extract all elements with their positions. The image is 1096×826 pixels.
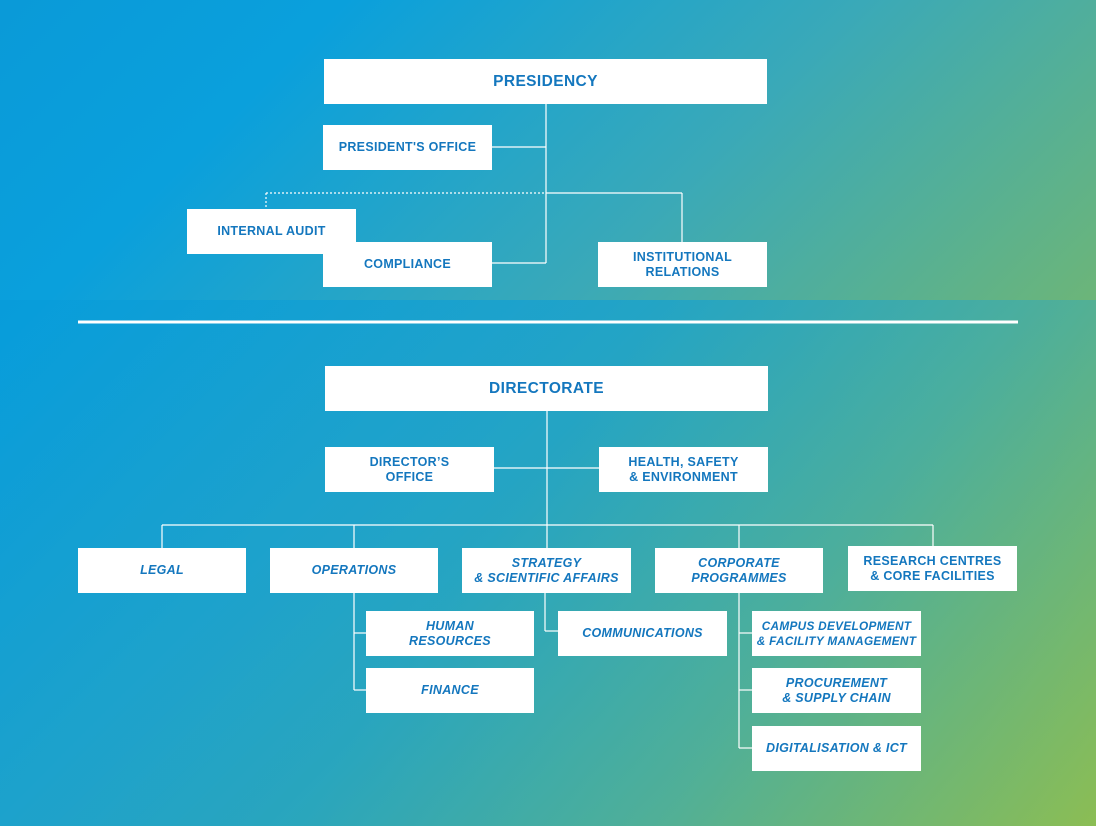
hse-label: HEALTH, SAFETY & ENVIRONMENT (628, 454, 739, 484)
campus-development-box: CAMPUS DEVELOPMENT & FACILITY MANAGEMENT (752, 611, 921, 656)
internal-audit-label: INTERNAL AUDIT (217, 224, 326, 238)
digitalisation-label: DIGITALISATION & ICT (766, 741, 907, 755)
institutional-relations-box: INSTITUTIONAL RELATIONS (598, 242, 767, 287)
human-resources-label: HUMAN RESOURCES (409, 618, 491, 648)
presidency-box: PRESIDENCY (324, 59, 767, 104)
finance-box: FINANCE (366, 668, 534, 713)
communications-label: COMMUNICATIONS (582, 626, 703, 640)
human-resources-box: HUMAN RESOURCES (366, 611, 534, 656)
compliance-label: COMPLIANCE (363, 257, 452, 271)
presidents-office-label: PRESIDENT'S OFFICE (338, 140, 477, 154)
corporate-programmes-label: CORPORATE PROGRAMMES (691, 555, 787, 585)
presidency-title: PRESIDENCY (493, 73, 598, 90)
operations-label: OPERATIONS (311, 563, 397, 577)
directorate-title: DIRECTORATE (489, 380, 604, 397)
communications-box: COMMUNICATIONS (558, 611, 727, 656)
finance-label: FINANCE (421, 683, 479, 697)
internal-audit-box: INTERNAL AUDIT (187, 209, 356, 254)
research-centres-label: RESEARCH CENTRES & CORE FACILITIES (863, 553, 1002, 583)
legal-label: LEGAL (140, 563, 184, 577)
corporate-programmes-box: CORPORATE PROGRAMMES (655, 548, 823, 593)
institutional-relations-label: INSTITUTIONAL RELATIONS (632, 249, 733, 279)
procurement-label: PROCUREMENT & SUPPLY CHAIN (782, 675, 891, 705)
directors-office-label: DIRECTOR’S OFFICE (369, 454, 450, 484)
strategy-box: STRATEGY & SCIENTIFIC AFFAIRS (462, 548, 631, 593)
presidents-office-box: PRESIDENT'S OFFICE (323, 125, 492, 170)
compliance-box: COMPLIANCE (323, 242, 492, 287)
legal-box: LEGAL (78, 548, 246, 593)
operations-box: OPERATIONS (270, 548, 438, 593)
directors-office-box: DIRECTOR’S OFFICE (325, 447, 494, 492)
directorate-box: DIRECTORATE (325, 366, 768, 411)
hse-box: HEALTH, SAFETY & ENVIRONMENT (599, 447, 768, 492)
campus-development-label: CAMPUS DEVELOPMENT & FACILITY MANAGEMENT (756, 618, 917, 648)
strategy-label: STRATEGY & SCIENTIFIC AFFAIRS (474, 555, 619, 585)
research-centres-box: RESEARCH CENTRES & CORE FACILITIES (848, 546, 1017, 591)
procurement-box: PROCUREMENT & SUPPLY CHAIN (752, 668, 921, 713)
digitalisation-box: DIGITALISATION & ICT (752, 726, 921, 771)
